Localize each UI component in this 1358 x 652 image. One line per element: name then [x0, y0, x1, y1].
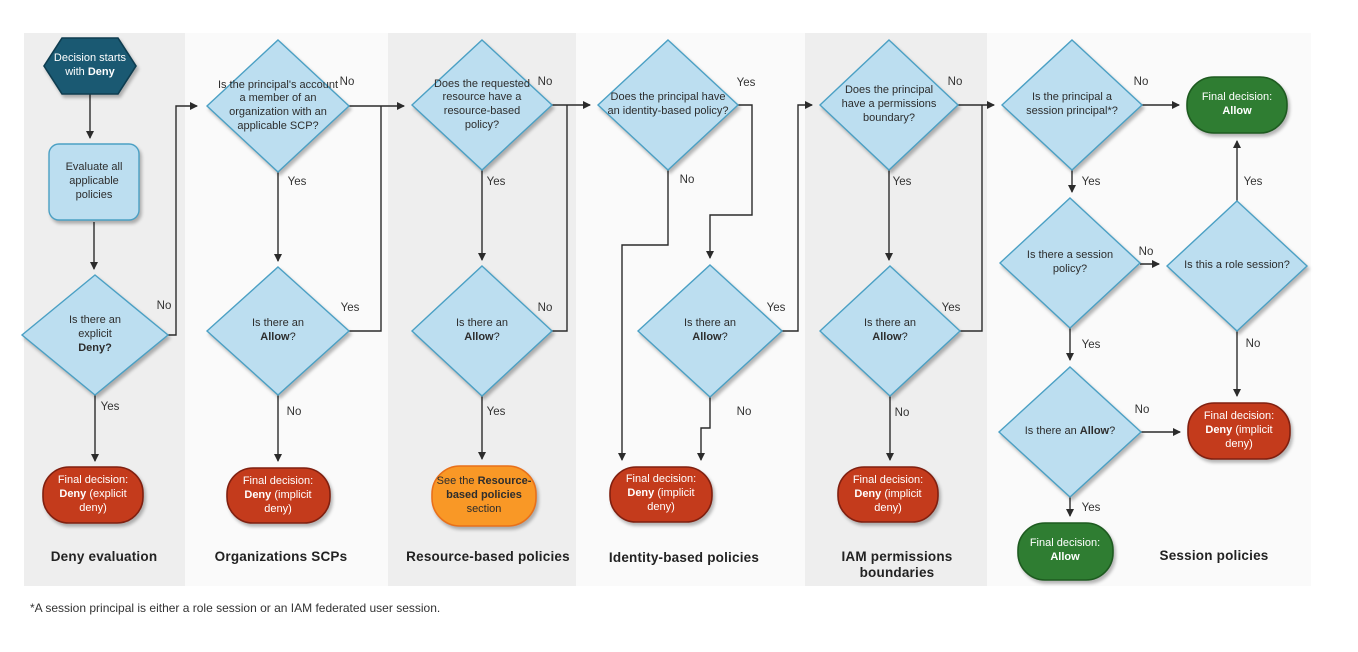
session-principal-footnote: *A session principal is either a role se… — [30, 601, 441, 615]
edge-label-no: No — [1134, 404, 1150, 416]
final-deny-identity-shape — [609, 466, 713, 523]
final-allow-bottom-label: Final decision: Allow — [1029, 537, 1101, 563]
final-deny-session-label: Final decision: Deny (implicit deny) — [1203, 410, 1275, 450]
identity-allow-diamond — [636, 264, 784, 398]
final-deny-boundary-shape — [837, 466, 939, 523]
edge-label-no: No — [1138, 246, 1154, 258]
identity-allow-question: Is there an Allow? — [684, 317, 736, 343]
see-resource-shape — [431, 465, 537, 527]
edge-label-no: No — [947, 76, 963, 88]
edge-identity-allow-no — [697, 397, 711, 461]
final-deny-explicit-shape — [42, 466, 144, 524]
edge-identity-allow-yes — [782, 101, 813, 332]
identity-policy-question: Does the principal have an identity-base… — [607, 91, 729, 117]
final-allow-bottom-shape — [1017, 522, 1114, 581]
edge-label-yes: Yes — [1081, 339, 1101, 351]
edge-identity-no — [618, 170, 669, 461]
edge-explicit-deny-no — [168, 102, 198, 336]
edge-label-yes: Yes — [1081, 176, 1101, 188]
edge-label-yes: Yes — [766, 302, 786, 314]
final-deny-scp-shape — [226, 467, 331, 524]
column-label-identity-based-policies: Identity-based policies — [608, 549, 760, 565]
column-label-session-policies: Session policies — [1159, 547, 1269, 563]
edge-label-no: No — [339, 76, 355, 88]
role-session-question: Is this a role session? — [1184, 259, 1290, 272]
final-deny-explicit-label: Final decision: Deny (explicit deny) — [57, 474, 129, 514]
permissions-boundary-question: Does the principal have a permissions bo… — [841, 84, 937, 124]
final-deny-scp-label: Final decision: Deny (implicit deny) — [242, 475, 314, 515]
edge-label-no: No — [156, 300, 172, 312]
session-policy-diamond — [998, 197, 1142, 329]
edge-label-yes: Yes — [941, 302, 961, 314]
start-node-label: Decision starts with Deny — [53, 52, 127, 78]
see-resource-label: See the Resource-based policies section — [436, 475, 532, 515]
edge-label-yes: Yes — [486, 406, 506, 418]
session-principal-question: Is the principal a session principal*? — [1026, 91, 1118, 117]
edge-label-yes: Yes — [1081, 502, 1101, 514]
edge-resource-allow-no — [552, 105, 568, 332]
scp-member-diamond — [205, 39, 351, 173]
edge-label-no: No — [894, 407, 910, 419]
column-label-iam-permissions-boundaries: IAM permissions boundaries — [841, 548, 953, 580]
scp-allow-question: Is there an Allow? — [252, 317, 304, 343]
column-label-resource-based-policies: Resource-based policies — [406, 548, 570, 564]
edge-label-yes: Yes — [1243, 176, 1263, 188]
boundary-allow-question: Is there an Allow? — [864, 317, 916, 343]
resource-allow-question: Is there an Allow? — [456, 317, 508, 343]
resource-policy-diamond — [410, 39, 554, 171]
edge-label-yes: Yes — [736, 77, 756, 89]
edge-identity-yes — [706, 104, 753, 259]
edge-label-no: No — [537, 302, 553, 314]
edge-label-yes: Yes — [287, 176, 307, 188]
scp-allow-diamond — [205, 266, 351, 396]
column-label-deny-evaluation: Deny evaluation — [50, 548, 158, 564]
edge-scp-allow-yes — [349, 106, 382, 332]
edge-label-yes: Yes — [100, 401, 120, 413]
explicit-deny-question: Is there an explicit Deny? — [69, 314, 121, 354]
final-deny-boundary-label: Final decision: Deny (implicit deny) — [852, 474, 924, 514]
boundary-allow-diamond — [818, 265, 962, 397]
session-policy-question: Is there a session policy? — [1026, 249, 1114, 275]
edge-label-no: No — [679, 174, 695, 186]
edge-label-no: No — [736, 406, 752, 418]
permissions-boundary-diamond — [818, 39, 960, 171]
session-principal-diamond — [1000, 39, 1144, 171]
evaluate-policies-box — [48, 143, 140, 221]
identity-policy-diamond — [596, 39, 740, 171]
edge-boundary-allow-yes — [960, 105, 983, 332]
column-label-organizations-scps: Organizations SCPs — [214, 548, 348, 564]
resource-policy-question: Does the requested resource have a resou… — [433, 77, 530, 131]
final-deny-identity-label: Final decision: Deny (implicit deny) — [625, 473, 697, 513]
edge-label-no: No — [1133, 76, 1149, 88]
edge-label-yes: Yes — [340, 302, 360, 314]
session-allow-question: Is there an Allow? — [1024, 425, 1116, 438]
final-allow-top-label: Final decision: Allow — [1201, 91, 1273, 117]
explicit-deny-diamond — [20, 274, 170, 396]
final-deny-session-shape — [1187, 402, 1291, 460]
edge-label-no: No — [286, 406, 302, 418]
edge-label-no: No — [537, 76, 553, 88]
scp-member-question: Is the principal's account a member of a… — [217, 78, 339, 132]
edge-label-no: No — [1245, 338, 1261, 350]
start-hexagon — [43, 37, 137, 95]
session-allow-diamond — [997, 366, 1143, 498]
final-allow-top-shape — [1186, 76, 1288, 134]
role-session-diamond — [1165, 200, 1309, 332]
edge-label-yes: Yes — [892, 176, 912, 188]
resource-allow-diamond — [410, 265, 554, 397]
edge-label-yes: Yes — [486, 176, 506, 188]
evaluate-policies-label: Evaluate all applicable policies — [65, 161, 123, 201]
